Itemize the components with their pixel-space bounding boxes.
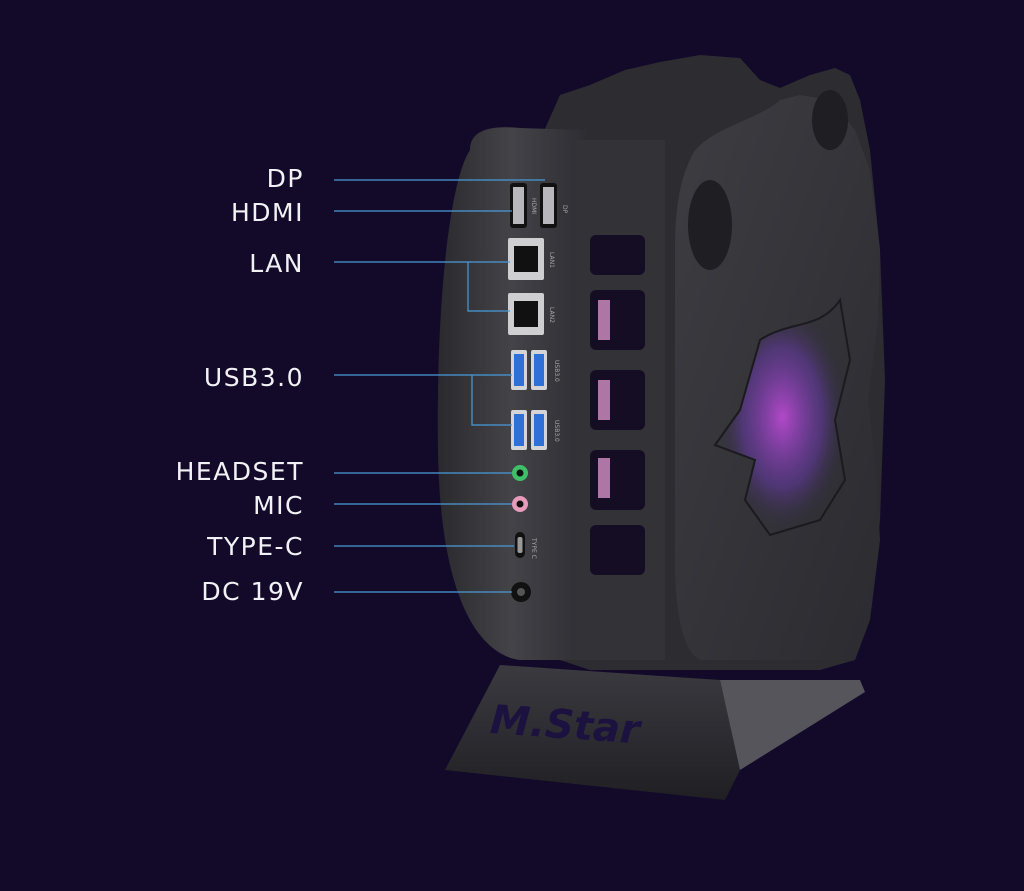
svg-text:TYPE C: TYPE C bbox=[530, 537, 537, 559]
stand-side bbox=[720, 680, 865, 770]
typec-port-icon: TYPE C bbox=[515, 532, 537, 559]
svg-text:LAN2: LAN2 bbox=[548, 307, 555, 323]
svg-text:LAN1: LAN1 bbox=[548, 252, 555, 268]
top-vent bbox=[688, 180, 732, 270]
svg-text:DP: DP bbox=[561, 205, 568, 214]
headset-jack-icon bbox=[512, 465, 528, 481]
mic-jack-icon bbox=[512, 496, 528, 512]
leader-usb bbox=[334, 374, 512, 426]
stand-logo: M.Star bbox=[489, 697, 644, 753]
front-io-panel bbox=[437, 127, 585, 660]
leader-lan bbox=[334, 261, 510, 312]
stand-base bbox=[445, 665, 740, 800]
usb-port-icon-2: USB3.0 bbox=[511, 410, 560, 450]
port-label-dp: DP bbox=[266, 164, 304, 193]
mesh-vent bbox=[715, 300, 850, 535]
port-label-lan: LAN bbox=[249, 249, 304, 278]
usb-port-icon-1: USB3.0 bbox=[511, 350, 560, 390]
svg-text:HDMI: HDMI bbox=[530, 198, 537, 214]
dc-jack-icon bbox=[511, 582, 531, 602]
port-label-dc: DC 19V bbox=[201, 577, 304, 606]
svg-text:USB3.0: USB3.0 bbox=[553, 360, 560, 382]
leader-lines bbox=[334, 179, 545, 593]
port-label-headset: HEADSET bbox=[175, 457, 304, 486]
lan1-port-icon: LAN1 bbox=[508, 238, 555, 280]
svg-text:USB3.0: USB3.0 bbox=[553, 420, 560, 442]
port-label-hdmi: HDMI bbox=[231, 198, 304, 227]
port-label-usb: USB3.0 bbox=[203, 363, 304, 392]
dp-port-icon: DP bbox=[540, 183, 568, 228]
port-label-typec: TYPE-C bbox=[207, 532, 304, 561]
port-label-mic: MIC bbox=[253, 491, 304, 520]
lan2-port-icon: LAN2 bbox=[508, 293, 555, 335]
upper-vent bbox=[812, 90, 848, 150]
hdmi-port-icon: HDMI bbox=[510, 183, 537, 228]
